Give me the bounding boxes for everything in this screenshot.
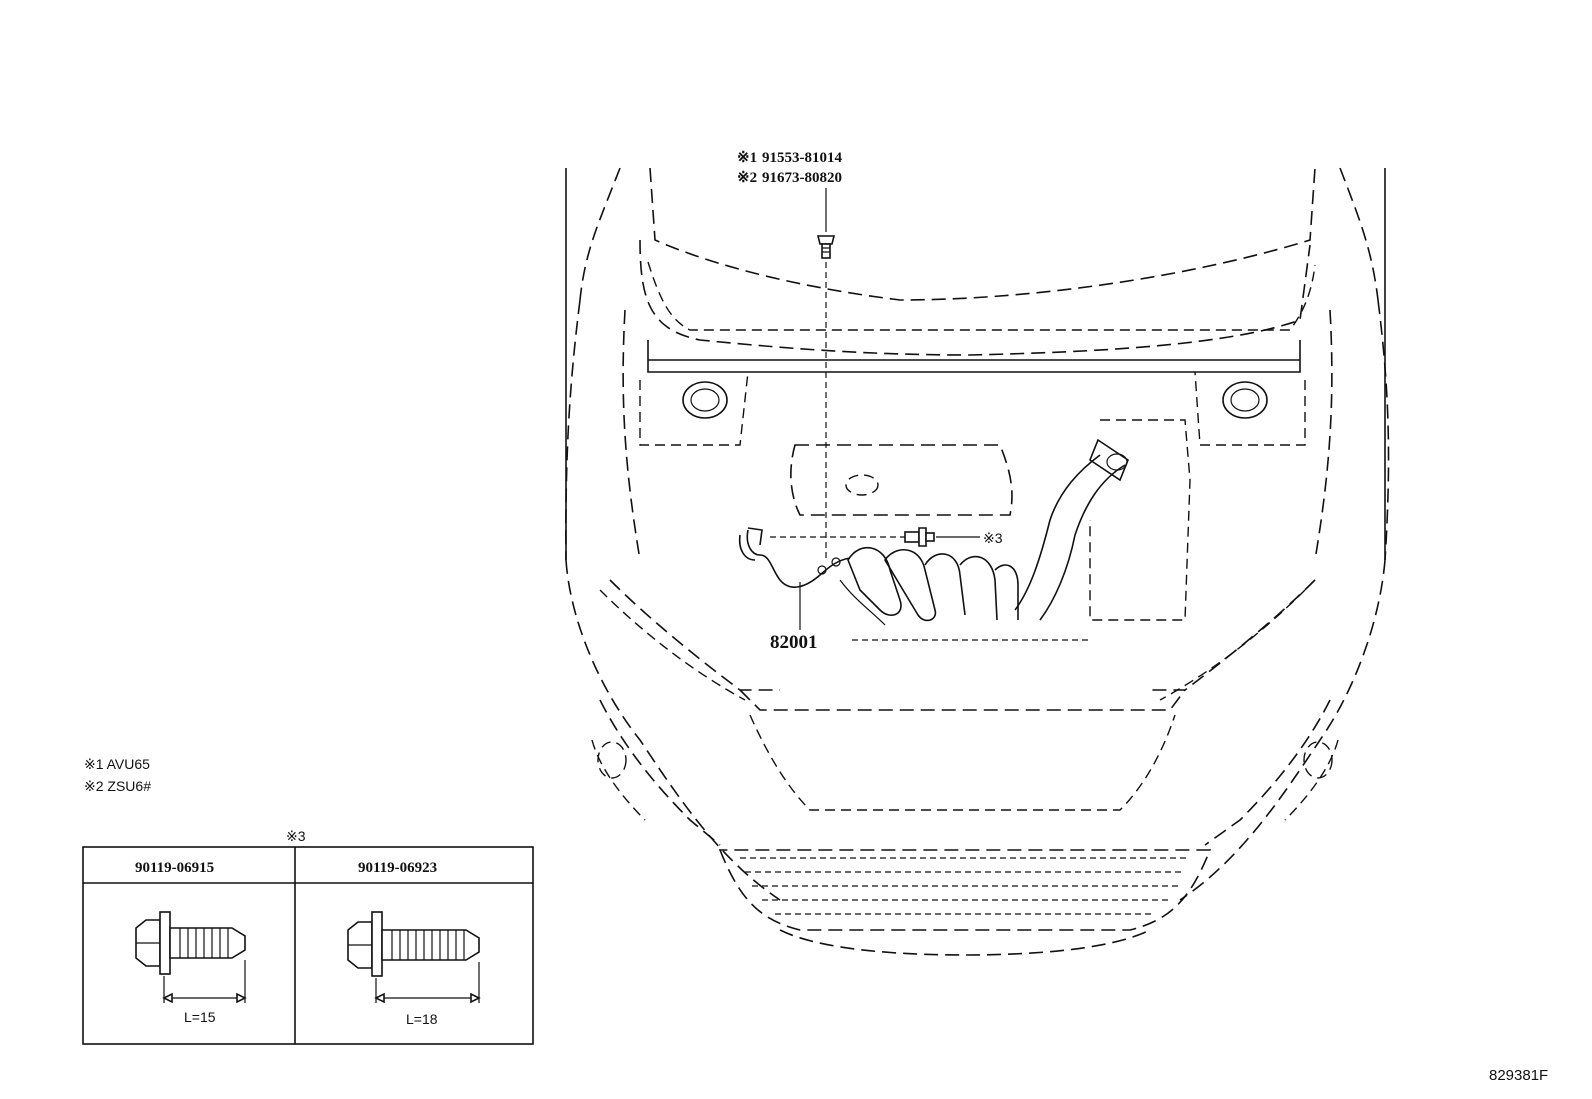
bolt-table-col1-part: 90119-06915 [135, 860, 214, 876]
main-part-callout: 82001 [770, 582, 1090, 653]
bracket-bolt-icon [904, 527, 935, 547]
bracket-bolt-callout: ※3 [770, 527, 1003, 547]
hood-bolt-note2-mark: ※2 [737, 170, 757, 186]
bracket-bolt-mark: ※3 [983, 530, 1003, 546]
bolt-table-mark: ※3 [286, 828, 306, 844]
bolt-table-frame [82, 846, 534, 1045]
bolt-2-illustration [347, 911, 481, 1004]
hood-bolt-callout: ※1 91553-81014 ※2 91673-80820 [737, 150, 842, 560]
bolt-1-illustration [135, 911, 247, 1004]
hood-bolt-note2-part: 91673-80820 [762, 170, 842, 186]
bolt-table-col1-length: L=15 [184, 1009, 216, 1025]
bolt-table-col2-length: L=18 [406, 1011, 438, 1027]
hood-bolt-note1-part: 91553-81014 [762, 150, 842, 166]
diagram-id: 829381F [1489, 1067, 1548, 1084]
main-part-number: 82001 [770, 632, 818, 653]
vehicle-front-illustration [565, 167, 1390, 956]
hood-bolt-icon [816, 235, 836, 259]
legend-note1: ※1 AVU65 [84, 756, 150, 772]
hood-bolt-note1-mark: ※1 [737, 150, 757, 166]
bolt-table: ※3 90119-06915 90119-06923 L=15 [82, 828, 534, 1045]
model-legend: ※1 AVU65 ※2 ZSU6# [84, 756, 151, 794]
legend-note2: ※2 ZSU6# [84, 778, 151, 794]
bolt-table-col2-part: 90119-06923 [358, 860, 437, 876]
